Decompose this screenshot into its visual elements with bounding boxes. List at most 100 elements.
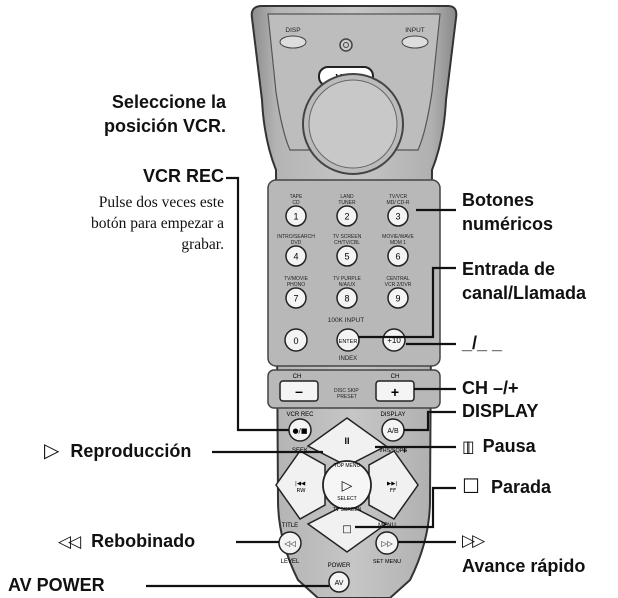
leader-vcr-rec	[226, 176, 289, 432]
input-button[interactable]	[401, 35, 429, 49]
label-vcr-rec-desc-line1: Pulse dos veces este	[98, 194, 224, 211]
ch-caption-left: CH	[293, 374, 302, 380]
av-power-button[interactable]	[328, 571, 350, 593]
leader-stop	[355, 486, 456, 529]
label-av-power: AV POWER	[8, 575, 105, 595]
ch-minus-button[interactable]	[279, 380, 319, 402]
label-channel-entry-line2: canal/Llamada	[462, 283, 587, 303]
number-key-2[interactable]	[336, 205, 358, 227]
zero-key-label: 0	[293, 336, 298, 346]
play-key-symbol: ▷	[342, 478, 353, 494]
number-key-label: 9	[395, 294, 400, 304]
label-pause-text: Pausa	[482, 436, 536, 456]
left-key[interactable]	[275, 450, 326, 520]
disp-button[interactable]	[279, 35, 307, 49]
number-key-9[interactable]	[387, 287, 409, 309]
ff-symbol-icon: ▷▷	[462, 531, 485, 551]
label-rewind-text: Rebobinado	[91, 531, 196, 551]
number-key-5[interactable]	[336, 245, 358, 267]
number-key-label: 2	[344, 212, 349, 222]
stop-symbol-icon: ☐	[462, 474, 480, 498]
stop-key[interactable]	[306, 503, 388, 553]
label-vcr-rec-desc-line2: botón para empezar a	[91, 215, 224, 232]
number-key-label: 7	[293, 294, 298, 304]
number-key-caption: CD	[292, 200, 300, 206]
ch-plus-button[interactable]	[375, 380, 415, 402]
label-vcr-rec-desc: Pulse dos veces este botón para empezar …	[10, 192, 224, 255]
label-channel-entry: Entrada de canal/Llamada	[462, 257, 586, 305]
play-symbol-icon: ▷	[44, 438, 60, 462]
stop-key-symbol: □	[342, 524, 351, 535]
disc-skip-line1: DISC SKIP	[334, 388, 359, 394]
label-ff: Avance rápido	[462, 556, 586, 576]
light-button[interactable]	[339, 38, 353, 52]
number-key-caption: DVD	[291, 240, 302, 246]
right-key-label: ▶▶| FF	[387, 481, 399, 494]
rec-key-label: ●/■	[292, 427, 307, 435]
label-dash: _/_ _	[462, 333, 503, 353]
left-key-line1: |◀◀	[295, 481, 306, 487]
ch-caption-right: CH	[391, 374, 400, 380]
label-numeric-line1: Botones	[462, 190, 534, 210]
number-key-caption: MD/ CD-R	[386, 200, 409, 206]
left-key-line2: RW	[296, 488, 306, 494]
label-play-text: Reproducción	[70, 441, 192, 461]
side-plus: +	[402, 446, 407, 456]
number-key-caption: PHONO	[287, 282, 305, 288]
top-menu-caption: TOP MENU	[334, 463, 361, 469]
number-key-3[interactable]	[387, 205, 409, 227]
display-caption: DISPLAY	[381, 412, 406, 418]
label-pause: ▯▯ Pausa	[462, 436, 536, 457]
level-caption: LEVEL	[281, 559, 300, 565]
number-key-caption: TV SCREEN	[333, 234, 362, 240]
number-key-caption: TAPE	[290, 194, 303, 200]
number-key-label: 8	[344, 294, 349, 304]
select-caption: SELECT	[337, 496, 356, 502]
number-key-label: 4	[293, 252, 298, 262]
label-ff-symbol: ▷▷	[462, 530, 485, 552]
ff-key-symbol: ▷▷	[381, 539, 393, 548]
label-play: ▷ Reproducción	[44, 440, 191, 462]
tv-screen-caption: TV SCREEN	[333, 507, 362, 513]
zero-button[interactable]	[284, 328, 308, 352]
number-key-caption: MOVIE/WAVE	[382, 234, 414, 240]
label-rewind: ◁◁ Rebobinado	[58, 531, 195, 553]
number-key-caption: TV/MOVIE	[284, 276, 309, 282]
dpad	[275, 417, 419, 553]
number-key-caption: TUNER	[338, 200, 356, 206]
play-key[interactable]	[322, 460, 372, 510]
number-key-caption: N/A/UX	[339, 282, 356, 288]
number-key-caption: TV/VCR	[389, 194, 408, 200]
number-key-6[interactable]	[387, 245, 409, 267]
number-key-caption: CENTRAL	[386, 276, 410, 282]
rewind-symbol-icon: ◁◁	[58, 532, 81, 552]
pause-symbol-icon: ▯▯	[462, 437, 474, 456]
ch-minus-label: –	[295, 383, 303, 399]
number-key-caption: CH/TV/CBL	[334, 240, 360, 246]
right-key[interactable]	[368, 450, 419, 520]
enter-button[interactable]	[336, 328, 360, 352]
pause-key-symbol: II	[344, 436, 349, 446]
selector-dial[interactable]	[302, 73, 404, 175]
plus10-button[interactable]	[382, 328, 406, 352]
number-key-caption: INTRO/SEARCH	[277, 234, 315, 240]
input-caption: INPUT	[405, 27, 425, 34]
leader-display	[404, 410, 456, 432]
number-key-7[interactable]	[285, 287, 307, 309]
disc-skip-line2: PRESET	[337, 394, 357, 400]
number-key-caption: TV PURPLE	[333, 276, 361, 282]
label-stop: ☐ Parada	[462, 476, 551, 498]
label-stop-text: Parada	[490, 477, 551, 497]
disc-skip-caption: DISC SKIP PRESET	[334, 388, 360, 400]
index-caption: INDEX	[339, 356, 357, 362]
rewind-key-symbol: ◁◁	[284, 539, 296, 548]
label-select-vcr: Seleccione la posición VCR.	[50, 90, 226, 138]
number-key-label: 5	[344, 252, 349, 262]
label-ch: CH –/+	[462, 378, 519, 398]
number-key-4[interactable]	[285, 245, 307, 267]
number-key-8[interactable]	[336, 287, 358, 309]
label-select-vcr-line2: posición VCR.	[103, 116, 226, 136]
enter-key-label: ENTER	[339, 339, 358, 345]
number-key-1[interactable]	[285, 205, 307, 227]
